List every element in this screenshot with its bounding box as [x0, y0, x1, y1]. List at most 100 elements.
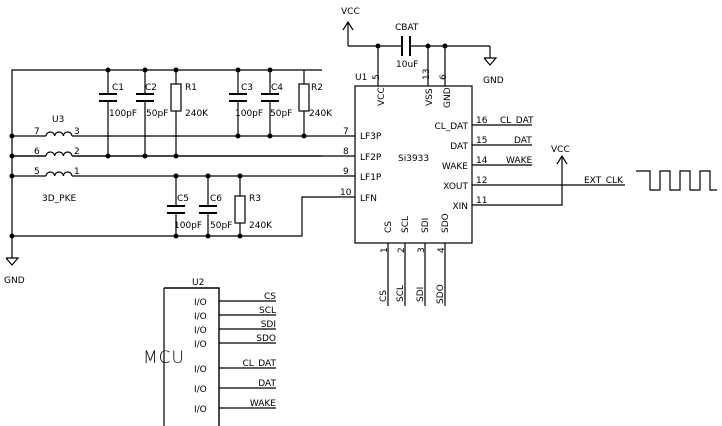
u1-pin-8-num: 8: [343, 147, 349, 157]
c2-ref: C2: [145, 83, 157, 93]
vcc-symbol-right: VCC: [551, 145, 570, 165]
u1-bottom-pins: CS SCL SDI SDO 1 2 3 4 CS SCL SDI SDO: [379, 213, 451, 306]
gnd-symbol-top: GND: [483, 46, 504, 86]
net-sdo-label: SDO: [436, 284, 446, 304]
u1-pin-lf2p-name: LF2P: [360, 153, 382, 163]
u1-pin-11-num: 11: [476, 196, 487, 206]
vcc-right-label: VCC: [551, 145, 570, 155]
u1-pin-lf3p-name: LF3P: [360, 132, 382, 142]
c5-ref: C5: [177, 194, 189, 204]
u2-net-sdo: SDO: [256, 334, 276, 344]
coil-u3: U3 7 3 6 2 5 1 3D_PKE: [34, 115, 80, 204]
coil-pin-3: 3: [74, 127, 80, 137]
u2-net-cl-dat: CL_DAT: [242, 359, 276, 369]
gnd-symbol-left: GND: [4, 257, 25, 286]
coil-part-label: 3D_PKE: [42, 194, 76, 204]
u1-pin-4-num: 4: [437, 247, 447, 253]
u1-pin-10-num: 10: [340, 188, 352, 198]
r3-value: 240K: [249, 221, 273, 231]
u1-pin-xin-name: XIN: [452, 202, 468, 212]
u1-pin-6-num: 6: [439, 74, 449, 80]
u2-pin-io-1: I/O: [194, 298, 207, 308]
u1-pin-wake-name: WAKE: [442, 162, 468, 172]
u1-pin-dat-name: DAT: [450, 142, 468, 152]
c6-value: 50pF: [210, 221, 232, 231]
u2-net-dat: DAT: [258, 379, 276, 389]
cbat-capacitor: CBAT 10uF: [375, 23, 490, 70]
cbat-value-label: 10uF: [396, 60, 418, 70]
u2-mcu: U2 MCU I/O I/O I/O I/O I/O I/O I/O CS SC…: [143, 278, 276, 426]
r1-ref: R1: [185, 83, 197, 93]
u1-pin-3-num: 3: [417, 247, 427, 253]
u2-ref-label: U2: [192, 278, 204, 288]
net-sdi-label: SDI: [416, 287, 426, 302]
coil-pin-1: 1: [74, 167, 80, 177]
r1-value: 240K: [185, 109, 209, 119]
u1-pin-16-num: 16: [476, 116, 488, 126]
vcc-top-label: VCC: [341, 7, 360, 17]
u1-pin-sdi-name: SDI: [421, 218, 431, 233]
u1-pin-9-num: 9: [343, 167, 349, 177]
cbat-ref-label: CBAT: [395, 23, 419, 33]
c3-value: 100pF: [235, 109, 263, 119]
coil-ref-label: U3: [52, 115, 64, 125]
coil-pin-6: 6: [34, 147, 40, 157]
u2-pin-io-6: I/O: [194, 385, 207, 395]
u2-net-sdi: SDI: [261, 320, 276, 330]
u1-pin-5-num: 5: [372, 74, 382, 80]
u1-pin-xout-name: XOUT: [443, 182, 468, 192]
r2-value: 240K: [309, 109, 333, 119]
u1-pin-cl-dat-name: CL_DAT: [434, 122, 468, 132]
u2-pin-io-3: I/O: [194, 326, 207, 336]
rc-network-top: C1 100pF C2 50pF R1 240K C3 100pF C4 50p…: [99, 67, 333, 159]
u1-pin-12-num: 12: [476, 176, 487, 186]
gnd-top-label: GND: [483, 76, 504, 86]
u1-pin-sdo-name: SDO: [441, 213, 451, 233]
u2-net-cs: CS: [264, 292, 276, 302]
u1-pin-14-num: 14: [476, 156, 488, 166]
u2-net-scl: SCL: [259, 306, 276, 316]
c4-ref: C4: [271, 83, 283, 93]
u1-pin-lfn-name: LFN: [360, 194, 377, 204]
left-bus: [9, 69, 322, 258]
u1-pin-vcc-name: VCC: [377, 87, 387, 106]
u1-pin-vss-name: VSS: [425, 88, 435, 106]
net-wake-label: WAKE: [506, 156, 532, 166]
u1-right-pins: 16 15 14 12 11 CL_DAT DAT WAKE XOUT XIN …: [434, 116, 625, 212]
u1-pin-cs-name: CS: [384, 221, 394, 233]
c5-value: 100pF: [174, 221, 202, 231]
u1-pin-scl-name: SCL: [401, 216, 411, 233]
u1-pin-7-num: 7: [343, 127, 349, 137]
net-scl-label: SCL: [396, 285, 406, 302]
u2-pin-io-7: I/O: [194, 405, 207, 415]
coil-pin-2: 2: [74, 147, 80, 157]
coil-pin-7: 7: [34, 127, 40, 137]
u1-pin-2-num: 2: [397, 247, 407, 253]
u1-left-pins: 7 8 9 10 LF3P LF2P LF1P LFN: [12, 127, 382, 237]
r3-ref: R3: [249, 194, 261, 204]
c6-ref: C6: [210, 194, 222, 204]
net-cl-dat-label: CL_DAT: [500, 116, 534, 126]
vcc-symbol-top: VCC: [341, 7, 378, 47]
r2-ref: R2: [311, 83, 323, 93]
u1-ref-label: U1: [355, 73, 367, 83]
clock-square-wave: [636, 170, 717, 191]
u1-pin-gnd-name: GND: [443, 87, 453, 108]
coil-pin-5: 5: [34, 167, 40, 177]
u1-top-pins: U1 5 13 6 VCC VSS GND: [355, 46, 453, 108]
u2-pin-io-2: I/O: [194, 312, 207, 322]
u2-pin-io-5: I/O: [194, 365, 207, 375]
u1-pin-15-num: 15: [476, 136, 487, 146]
u1-pin-1-num: 1: [380, 247, 390, 253]
gnd-left-label: GND: [4, 276, 25, 286]
net-ext-clk-label: EXT_CLK: [584, 176, 624, 186]
u2-mcu-label: MCU: [143, 348, 185, 368]
u2-net-wake: WAKE: [250, 399, 276, 409]
net-dat-label: DAT: [514, 136, 532, 146]
c2-value: 50pF: [146, 109, 168, 119]
c4-value: 50pF: [270, 109, 292, 119]
rc-network-bottom: C5 100pF C6 50pF R3 240K: [167, 173, 273, 239]
net-cs-label: CS: [379, 290, 389, 302]
u1-pin-lf1p-name: LF1P: [360, 173, 382, 183]
